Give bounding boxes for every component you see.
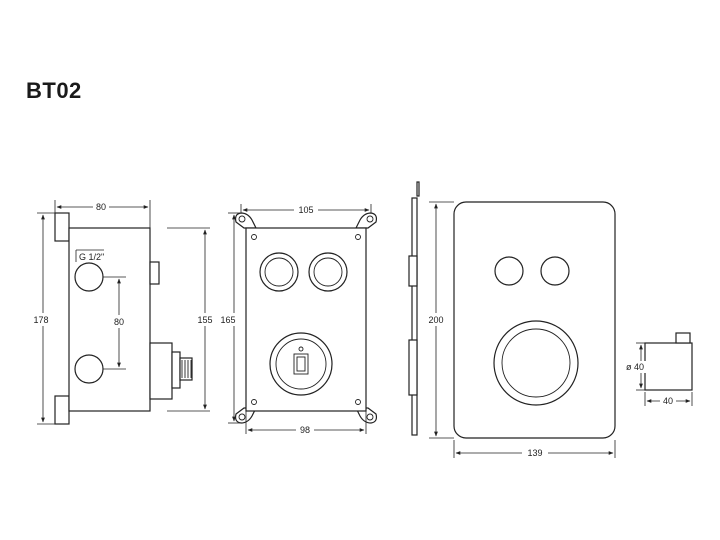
side-view: 80 178 G 1/2" 80 155 (32, 200, 217, 425)
side-top-flange (54, 212, 70, 242)
dim-frame-bottom: 98 (300, 425, 310, 435)
side-cartridge-stub (149, 261, 160, 285)
plate-left-button (494, 256, 524, 286)
upper-port (74, 262, 104, 292)
lower-port (74, 354, 104, 384)
side-spindle (179, 357, 193, 381)
right-valve (308, 252, 348, 292)
dim-port-spacing: 80 (114, 317, 124, 327)
dim-thread: G 1/2" (79, 252, 104, 262)
plate-edge (411, 197, 418, 436)
plate-right-button (540, 256, 570, 286)
plate-front-view: 200 139 (424, 201, 616, 459)
side-mechanism (149, 342, 173, 400)
dim-plate-width: 139 (527, 448, 542, 458)
knob-stem (675, 332, 691, 344)
dim-box-height: 155 (197, 315, 212, 325)
plate-knob-side-lower (408, 339, 418, 396)
dim-knob-diameter: ø 40 (626, 362, 644, 372)
dim-frame-top: 105 (298, 205, 313, 215)
dim-frame-height: 165 (220, 315, 235, 325)
plate-main-knob (493, 320, 579, 406)
left-valve (259, 252, 299, 292)
dim-side-width: 80 (96, 202, 106, 212)
thermostatic-cartridge (269, 332, 333, 396)
knob-body (644, 342, 693, 391)
dim-knob-depth: 40 (663, 396, 673, 406)
dim-plate-height: 200 (428, 315, 443, 325)
plate-side-view (408, 181, 420, 436)
product-code-title: BT02 (26, 78, 82, 103)
knob-detail-view: ø 40 40 (624, 332, 693, 406)
front-box-view: 105 165 98 (220, 204, 378, 436)
plate-knob-side-upper (408, 255, 418, 287)
dim-side-height: 178 (33, 315, 48, 325)
side-bottom-flange (54, 395, 70, 425)
